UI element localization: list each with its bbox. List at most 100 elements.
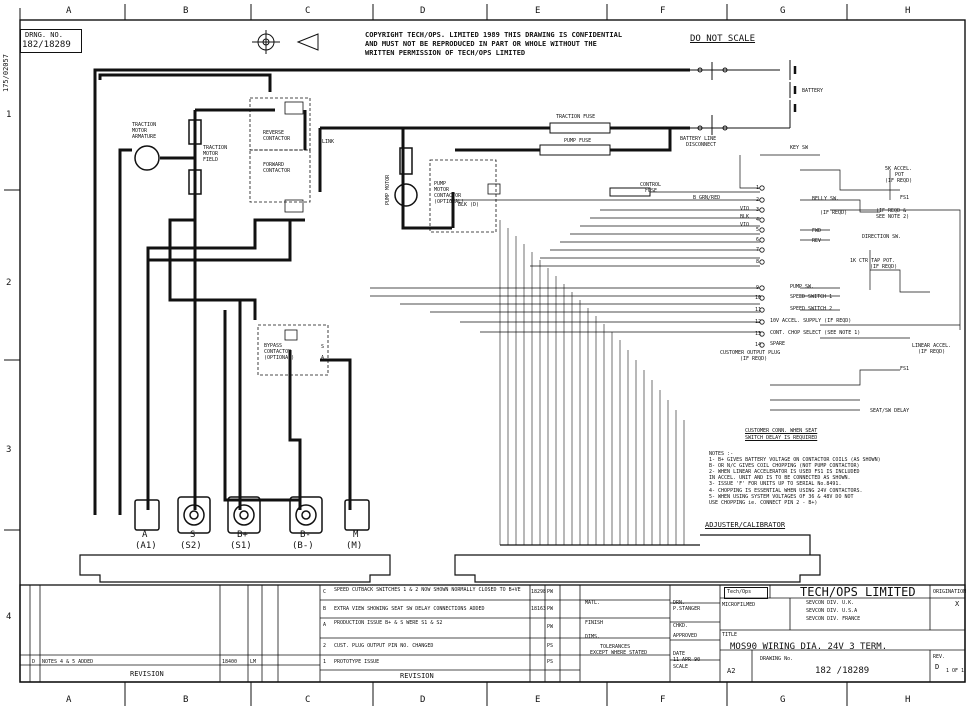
revision-by: PS bbox=[547, 643, 554, 649]
label: MOTOR bbox=[132, 128, 148, 134]
contactor-boxes bbox=[249, 97, 497, 376]
col-label: B bbox=[183, 695, 189, 705]
pin-number: 6 bbox=[756, 237, 760, 243]
terminal-label: B+ bbox=[237, 530, 248, 540]
terminal-label: B- bbox=[300, 530, 311, 540]
pin-number: 10 bbox=[755, 295, 762, 301]
label: FIELD bbox=[203, 157, 219, 163]
note-line: USE CHOPPING ie. CONNECT PIN 2 - B+) bbox=[709, 500, 818, 506]
col-label: H bbox=[905, 6, 911, 16]
col-label: F bbox=[660, 6, 666, 16]
label: FS1 bbox=[900, 366, 910, 372]
col-label: G bbox=[780, 6, 786, 16]
col-label: C bbox=[305, 695, 311, 705]
label: (OPTIONAL) bbox=[264, 355, 295, 361]
revision-no: 18400 bbox=[222, 659, 238, 665]
sheet-number: 1 OF 1 bbox=[946, 668, 965, 674]
copyright-line: COPYRIGHT TECH/OPS. LIMITED 1989 THIS DR… bbox=[365, 31, 623, 39]
revision-letter: C bbox=[323, 589, 327, 595]
row-label: 2 bbox=[6, 278, 12, 288]
col-label: D bbox=[420, 695, 426, 705]
label: REV bbox=[812, 238, 822, 244]
label: MOTOR bbox=[203, 151, 219, 157]
label: BLK (D) bbox=[458, 202, 480, 208]
pin-number: 7 bbox=[756, 247, 760, 253]
label: CONTACTOR bbox=[263, 168, 291, 174]
label: SPARE bbox=[770, 341, 786, 347]
revision-letter: 1 bbox=[323, 659, 327, 665]
copyright-line: WRITTEN PERMISSION OF TECH/OPS LIMITED bbox=[365, 49, 526, 57]
terminal-label: (S2) bbox=[180, 541, 202, 551]
drawing-no-label: DRAWING No. bbox=[760, 656, 794, 662]
label: TRACTION bbox=[203, 145, 228, 151]
col-label: A bbox=[66, 695, 72, 705]
company-name: TECH/OPS LIMITED bbox=[800, 585, 916, 599]
chkd-label: CHKD. bbox=[673, 623, 689, 629]
date: 11 APR 90 bbox=[673, 657, 701, 663]
revision-text: SPEED CUTBACK SWITCHES 1 & 2 NOW SHOWN N… bbox=[334, 587, 521, 593]
note-line: 2- WHEN LINEAR ACCELERATOR IS USED FS1 I… bbox=[709, 469, 860, 475]
label: SEE NOTE 2) bbox=[876, 214, 910, 220]
label: (IF REQD) bbox=[870, 264, 898, 270]
row-label: 3 bbox=[6, 445, 12, 455]
pin-number: 4 bbox=[756, 217, 760, 223]
label: PUMP bbox=[434, 181, 447, 187]
label: SEAT/SW DELAY bbox=[870, 408, 910, 414]
controller-base bbox=[79, 534, 821, 583]
copyright-line: AND MUST NOT BE REPRODUCED IN PART OR WH… bbox=[365, 40, 597, 48]
revision-by: PW bbox=[547, 589, 554, 595]
pin-number: 13 bbox=[755, 331, 762, 337]
label: SPEED SWITCH 1 bbox=[790, 294, 833, 300]
label: 1K CTR TAP POT. bbox=[850, 258, 896, 264]
label: TRACTION bbox=[132, 122, 157, 128]
revision-header: REVISION bbox=[130, 670, 164, 678]
label: 10V ACCEL. SUPPLY (IF REQD) bbox=[770, 318, 852, 324]
scale-label: SCALE bbox=[673, 664, 689, 670]
approved-label: APPROVED bbox=[673, 633, 698, 639]
terminal-label: S bbox=[190, 530, 196, 540]
sheet-size: A2 bbox=[727, 667, 736, 675]
wire-colour: VIO bbox=[740, 222, 750, 228]
drawing-no: 182/18289 bbox=[22, 40, 71, 50]
revision-no: 18163 bbox=[531, 606, 547, 612]
note-line: 3- ISSUE 'F' FOR UNITS UP TO SERIAL No.8… bbox=[709, 481, 842, 487]
label: ADJUSTER/CALIBRATOR bbox=[705, 521, 786, 529]
col-label: E bbox=[535, 6, 541, 16]
revision-no: 18298 bbox=[531, 589, 547, 595]
terminal-label: (S1) bbox=[230, 541, 252, 551]
col-label: H bbox=[905, 695, 911, 705]
do-not-scale: DO NOT SCALE bbox=[690, 34, 756, 44]
revision-letter: 2 bbox=[323, 643, 327, 649]
label: (IF REQD) bbox=[820, 210, 848, 216]
label: CUSTOMER OUTPUT PLUG bbox=[720, 350, 781, 356]
drawing-title: MOS90 WIRING DIA. 24V 3 TERM. bbox=[730, 642, 888, 652]
label: FS1 bbox=[900, 195, 910, 201]
label: TRACTION FUSE bbox=[556, 114, 596, 120]
label: FORWARD bbox=[263, 162, 285, 168]
label: CUSTOMER CONN. WHEN SEAT bbox=[745, 428, 818, 434]
label: DISCONNECT bbox=[686, 142, 717, 148]
control-wiring bbox=[370, 154, 961, 411]
side-reference: 175/02057 bbox=[2, 54, 10, 92]
label: ARMATURE bbox=[132, 134, 157, 140]
label: PUMP FUSE bbox=[564, 138, 592, 144]
revision-letter: A bbox=[323, 622, 327, 628]
note-line: IN ACCEL. UNIT AND IS TO BE CONNECTED AS… bbox=[709, 475, 851, 481]
rev-value: D bbox=[935, 663, 940, 671]
row-label: 4 bbox=[6, 612, 12, 622]
col-label: G bbox=[780, 695, 786, 705]
revision-letter: D bbox=[32, 659, 36, 665]
terminal-label: (B-) bbox=[292, 541, 314, 551]
revision-text: NOTES 4 & 5 ADDED bbox=[42, 659, 94, 665]
plug-pins bbox=[759, 185, 765, 348]
terminal-label: (M) bbox=[346, 541, 363, 551]
label: MOTOR bbox=[434, 187, 450, 193]
tolerances-label: EXCEPT WHERE STATED bbox=[590, 650, 648, 656]
label: CONTROL bbox=[640, 182, 662, 188]
label: (IF REQD) bbox=[918, 349, 946, 355]
title-label: TITLE bbox=[722, 632, 738, 638]
bus-label: A bbox=[321, 355, 325, 361]
revision-text: CUST. PLUG OUTPUT PIN NO. CHANGED bbox=[334, 643, 434, 649]
col-label: F bbox=[660, 695, 666, 705]
label: POT bbox=[895, 172, 905, 178]
